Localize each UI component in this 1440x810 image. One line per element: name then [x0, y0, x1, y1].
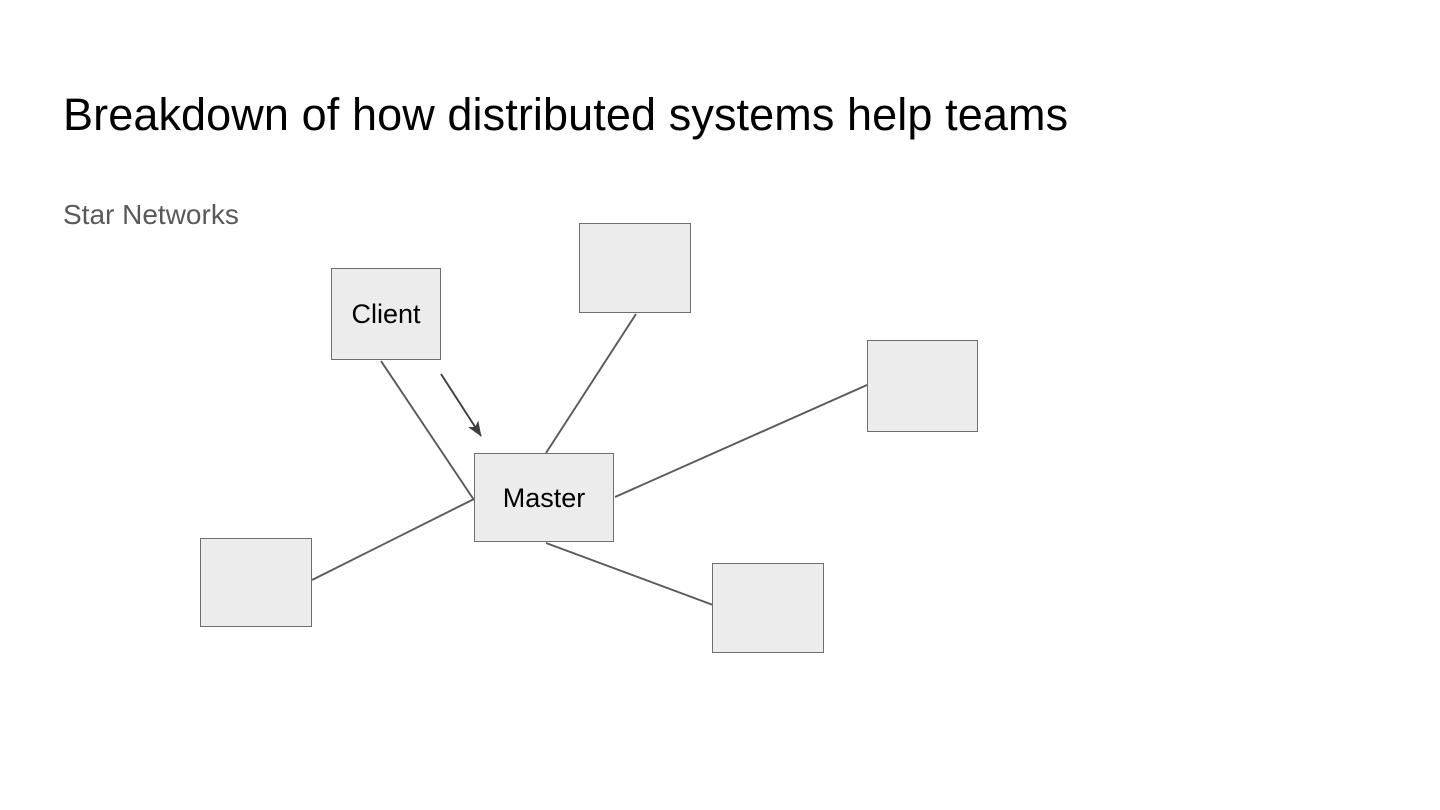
page-title: Breakdown of how distributed systems hel… [63, 89, 1069, 140]
diagram-node-label: Client [351, 299, 421, 329]
diagram-node-label: Master [502, 482, 586, 513]
diagram-node-client[interactable]: Client [331, 268, 441, 360]
diagram-edge [545, 542, 714, 606]
diagram-node-master[interactable]: Master [474, 453, 614, 542]
diagram-edge [545, 313, 637, 454]
slide-subtitle: Star Networks [63, 199, 239, 230]
diagram-edge [614, 384, 868, 498]
diagram-node-bottom-node[interactable] [712, 563, 824, 653]
diagram-node-top-node[interactable] [579, 223, 691, 313]
diagram-arrow [440, 373, 482, 437]
diagram-edge [380, 360, 475, 501]
diagram-node-right-node[interactable] [867, 340, 978, 432]
diagram-node-left-node[interactable] [200, 538, 312, 627]
diagram-edge [311, 498, 475, 581]
